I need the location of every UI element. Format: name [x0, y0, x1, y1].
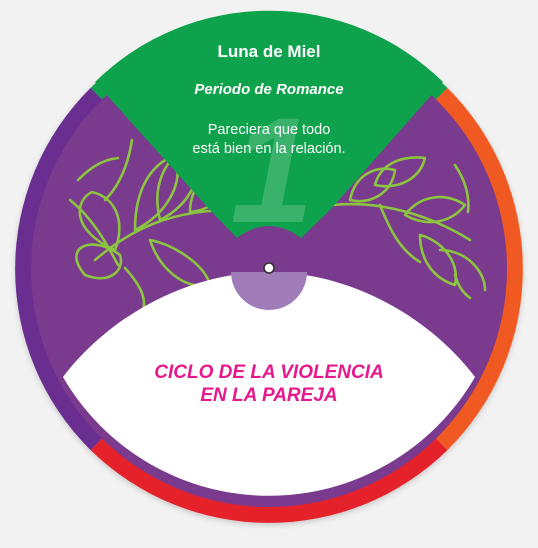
segment-description-line-1: Pareciera que todo	[208, 122, 331, 138]
segment-subtitle: Periodo de Romance	[194, 81, 343, 98]
green-segment-window	[95, 10, 443, 238]
wheel-title-line-1: CICLO DE LA VIOLENCIA	[154, 362, 383, 383]
hub-semicircle	[231, 272, 307, 310]
segment-number: 1	[230, 86, 313, 254]
segment-description-line-2: está bien en la relación.	[192, 141, 345, 157]
pivot-pin-icon	[263, 262, 275, 274]
wheel-title-line-2: EN LA PAREJA	[200, 385, 337, 406]
segment-title: Luna de Miel	[218, 42, 321, 61]
white-center-area	[63, 272, 475, 496]
